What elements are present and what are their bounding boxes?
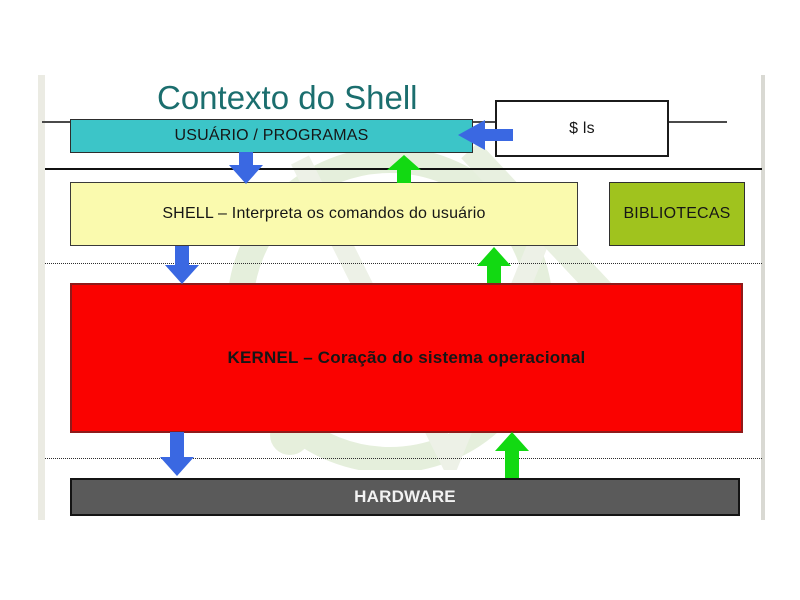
slide-right-edge bbox=[761, 75, 765, 520]
arrow-shell-to-user-up-icon bbox=[387, 155, 421, 183]
arrow-user-to-shell-down-icon bbox=[229, 152, 263, 184]
arrow-shell-to-kernel-down-icon bbox=[165, 246, 199, 284]
command-box: $ ls bbox=[495, 100, 669, 157]
kernel-box: KERNEL – Coração do sistema operacional bbox=[70, 283, 743, 433]
libraries-label: BIBLIOTECAS bbox=[623, 205, 731, 222]
hardware-box: HARDWARE bbox=[70, 478, 740, 516]
command-label: $ ls bbox=[569, 119, 595, 137]
hardware-label: HARDWARE bbox=[354, 487, 456, 506]
kernel-label: KERNEL – Coração do sistema operacional bbox=[227, 348, 586, 367]
kernel-hardware-divider bbox=[45, 458, 762, 459]
arrow-kernel-to-hardware-down-icon bbox=[160, 432, 194, 476]
user-programs-label: USUÁRIO / PROGRAMAS bbox=[174, 127, 369, 144]
shell-kernel-divider bbox=[45, 263, 762, 264]
shell-label: SHELL – Interpreta os comandos do usuári… bbox=[162, 205, 486, 222]
libraries-box: BIBLIOTECAS bbox=[609, 182, 745, 246]
arrow-kernel-to-shell-up-icon bbox=[477, 247, 511, 283]
arrow-hardware-to-kernel-up-icon bbox=[495, 432, 529, 478]
slide-title: Contexto do Shell bbox=[157, 79, 418, 116]
shell-box: SHELL – Interpreta os comandos do usuári… bbox=[70, 182, 578, 246]
user-programs-box: USUÁRIO / PROGRAMAS bbox=[70, 119, 473, 153]
slide-left-edge bbox=[38, 75, 45, 520]
arrow-command-to-user-left-icon bbox=[458, 120, 513, 150]
